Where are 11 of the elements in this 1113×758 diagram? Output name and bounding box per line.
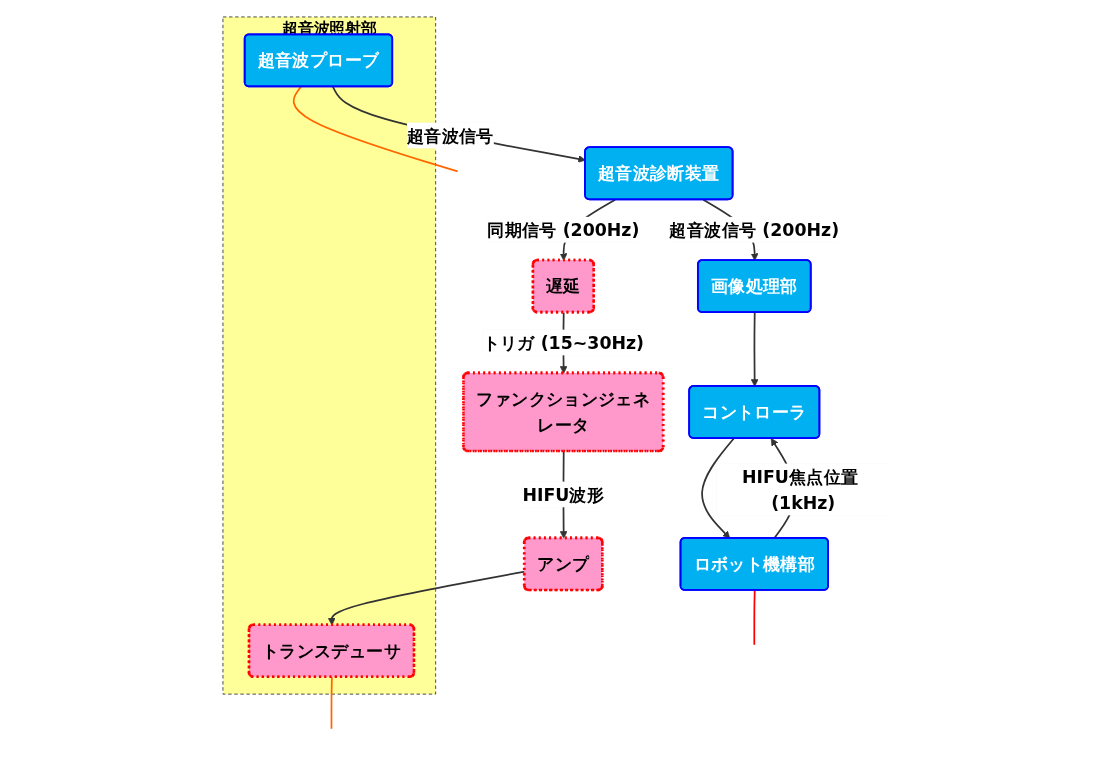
edge-label: 超音波信号 — [407, 125, 494, 146]
connector — [330, 676, 333, 730]
arrow — [750, 311, 759, 387]
edge-label: HIFU波形 — [522, 484, 605, 505]
arrow — [701, 437, 735, 539]
connector — [753, 589, 756, 646]
connector — [292, 85, 459, 173]
edge-label: トリガ (15~30Hz) — [482, 332, 645, 353]
edge-label: 超音波信号 (200Hz) — [669, 219, 840, 241]
edge-label: HIFU焦点位置 (1kHz) — [741, 466, 859, 513]
edge-label: 同期信号 (200Hz) — [487, 219, 640, 241]
